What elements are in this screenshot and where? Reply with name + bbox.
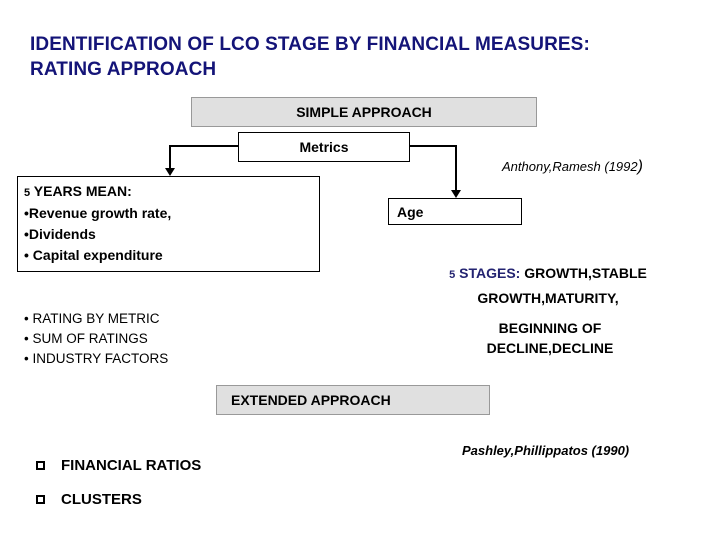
box-five-years-mean: 5 YEARS MEAN: •Revenue growth rate, •Div…	[17, 176, 320, 272]
stages-list-line-1: GROWTH,STABLE	[520, 265, 647, 281]
page-title: IDENTIFICATION OF LCO STAGE BY FINANCIAL…	[30, 34, 590, 80]
stages-label: STAGES:	[455, 265, 521, 281]
arrow-head-to-mean-icon	[165, 168, 175, 176]
box-mean-item-2: • Capital expenditure	[24, 247, 163, 263]
square-bullet-icon	[36, 495, 45, 504]
connector-metrics-to-mean-horizontal	[169, 145, 239, 147]
connector-metrics-to-mean-vertical	[169, 145, 171, 169]
box-metrics-label: Metrics	[299, 139, 349, 155]
list-item-clusters: CLUSTERS	[36, 491, 142, 508]
banner-simple-approach-label: SIMPLE APPROACH	[296, 104, 432, 120]
box-mean-item-0: •Revenue growth rate,	[24, 205, 172, 221]
list-item-financial-ratios: FINANCIAL RATIOS	[36, 457, 201, 474]
citation-anthony-ramesh: Anthony,Ramesh (1992)	[502, 158, 643, 176]
rating-list-item-0: • RATING BY METRIC	[24, 311, 160, 326]
decline-line-2: DECLINE,DECLINE	[486, 340, 614, 356]
citation-anthony-ramesh-text: Anthony,Ramesh (1992	[502, 159, 638, 174]
box-mean-item-1: •Dividends	[24, 226, 96, 242]
decline-text-block: BEGINNING OF DECLINE,DECLINE	[440, 318, 660, 358]
box-age: Age	[388, 198, 522, 225]
box-mean-heading-number: 5	[24, 187, 31, 199]
stages-line-1: 5 STAGES: GROWTH,STABLE	[398, 262, 698, 287]
banner-extended-approach-label: EXTENDED APPROACH	[231, 392, 391, 408]
citation-anthony-ramesh-paren: )	[637, 158, 643, 175]
rating-bullet-list: • RATING BY METRIC • SUM OF RATINGS • IN…	[24, 309, 168, 369]
rating-list-item-2: • INDUSTRY FACTORS	[24, 351, 169, 366]
decline-line-1: BEGINNING OF	[498, 320, 602, 336]
citation-pashley-phillippatos: Pashley,Phillippatos (1990)	[462, 443, 630, 458]
stages-list-line-2: GROWTH,MATURITY,	[477, 290, 619, 306]
connector-metrics-to-age-horizontal	[409, 145, 457, 147]
box-age-label: Age	[397, 203, 424, 220]
banner-simple-approach: SIMPLE APPROACH	[191, 97, 537, 127]
list-item-financial-ratios-label: FINANCIAL RATIOS	[61, 457, 202, 474]
arrow-head-to-age-icon	[451, 190, 461, 198]
list-item-clusters-label: CLUSTERS	[61, 491, 142, 508]
box-mean-heading-text: YEARS MEAN:	[30, 183, 132, 199]
stages-text-block: 5 STAGES: GROWTH,STABLE GROWTH,MATURITY,	[398, 262, 698, 310]
square-bullet-icon	[36, 461, 45, 470]
banner-extended-approach: EXTENDED APPROACH	[216, 385, 490, 415]
connector-metrics-to-age-vertical	[455, 145, 457, 191]
stages-number: 5	[449, 269, 456, 281]
box-metrics: Metrics	[238, 132, 410, 162]
box-mean-heading: 5 YEARS MEAN:	[24, 182, 319, 203]
rating-list-item-1: • SUM OF RATINGS	[24, 331, 148, 346]
